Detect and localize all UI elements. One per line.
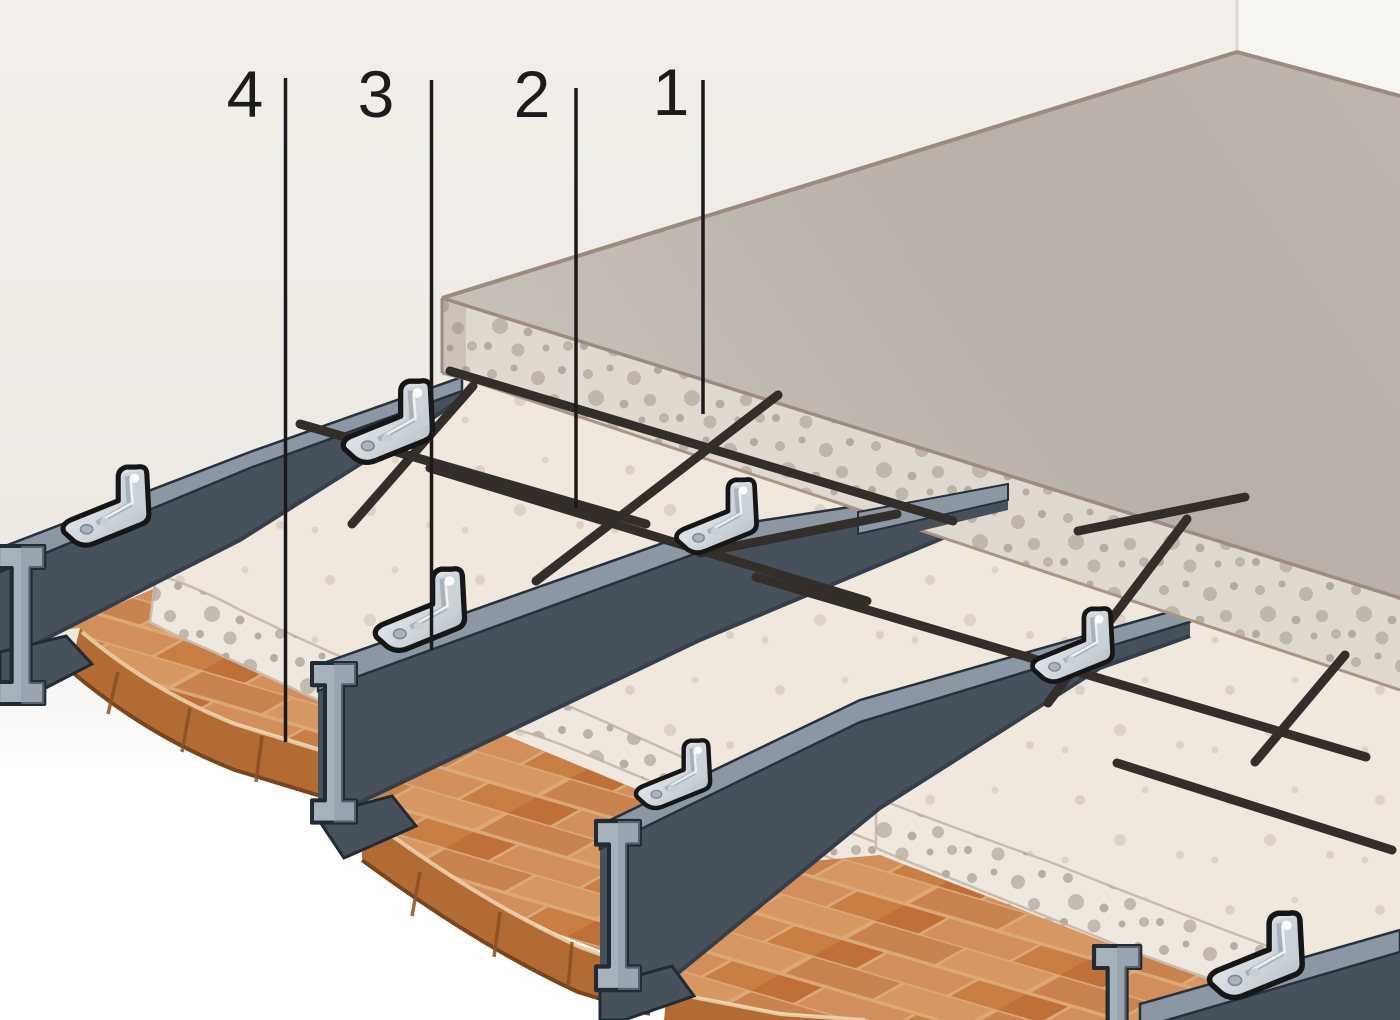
callout-numbers: 4 3 2 1	[227, 55, 690, 131]
beam-2-far-tip	[857, 482, 1009, 546]
label-4: 4	[227, 57, 264, 131]
label-1: 1	[653, 55, 690, 129]
right-wall	[1237, 0, 1400, 96]
steel-beam-3	[596, 604, 1192, 1020]
screed-top-surface	[442, 52, 1400, 598]
brick-joints	[410, 871, 574, 989]
label-2: 2	[514, 57, 551, 131]
callout-leaders	[283, 78, 705, 742]
label-3: 3	[358, 57, 395, 131]
concrete-screed-slab	[440, 50, 1400, 692]
